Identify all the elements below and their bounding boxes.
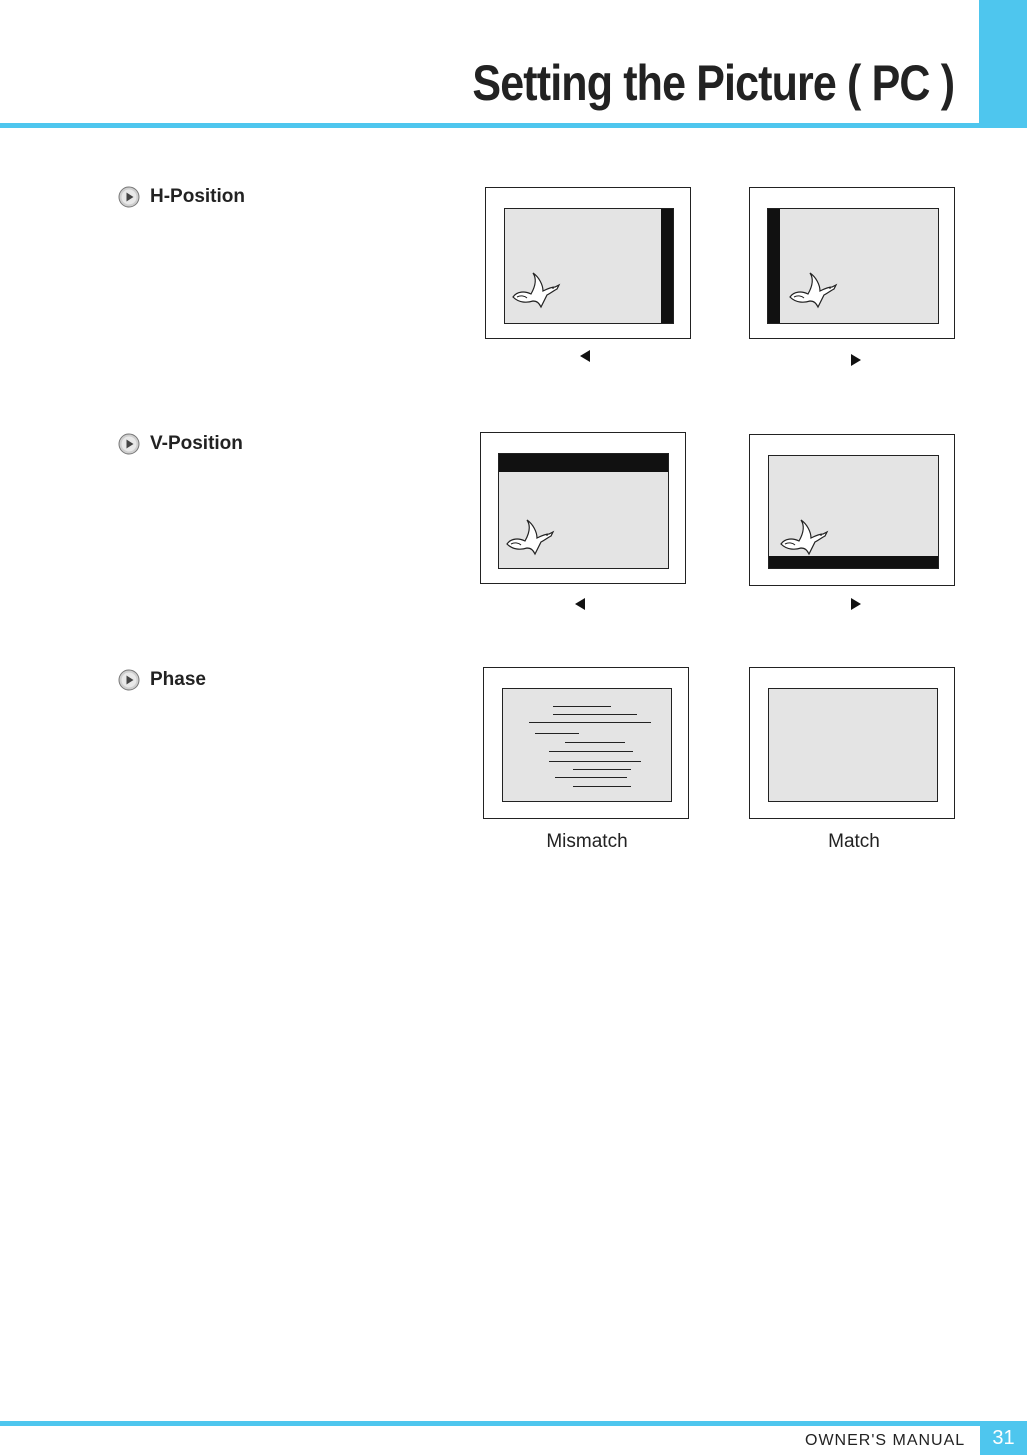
footer-manual-label: OWNER'S MANUAL [805,1432,965,1450]
play-circle-icon [118,433,140,455]
section-label: Phase [150,669,206,691]
black-bar [769,556,938,568]
page-title: Setting the Picture ( PC ) [472,54,954,112]
noise-line [535,733,579,734]
monitor-screen [768,455,939,569]
bird-icon [775,512,831,556]
bird-icon [784,265,840,309]
title-accent-tab [979,0,1027,128]
h-position-left-monitor [485,187,691,339]
triangle-right-icon [851,598,861,610]
bird-icon [507,265,563,309]
black-bar [499,454,668,472]
play-circle-icon [118,186,140,208]
monitor-screen [498,453,669,569]
footer-rule [0,1421,980,1426]
section-phase: Phase [118,669,206,691]
section-v-position: V-Position [118,433,243,455]
noise-line [555,777,627,778]
match-caption: Match [784,831,924,853]
monitor-screen [767,208,939,324]
noise-line [573,769,631,770]
monitor-screen [504,208,674,324]
triangle-right-icon [851,354,861,366]
section-label: V-Position [150,433,243,455]
section-h-position: H-Position [118,186,245,208]
triangle-left-icon [575,598,585,610]
noise-line [573,786,631,787]
phase-mismatch-monitor [483,667,689,819]
section-label: H-Position [150,186,245,208]
phase-match-monitor [749,667,955,819]
h-position-right-monitor [749,187,955,339]
bird-icon [501,512,557,556]
monitor-screen [768,688,938,802]
black-bar [661,209,673,323]
v-position-left-monitor [480,432,686,584]
v-position-right-monitor [749,434,955,586]
noise-line [565,742,625,743]
noise-line [549,751,633,752]
noise-line [553,714,637,715]
play-circle-icon [118,669,140,691]
page-number: 31 [980,1421,1027,1455]
mismatch-caption: Mismatch [517,831,657,853]
triangle-left-icon [580,350,590,362]
noise-line [529,722,651,723]
monitor-screen [502,688,672,802]
title-rule [0,123,1027,128]
noise-line [549,761,641,762]
noise-line [553,706,611,707]
black-bar [768,209,780,323]
